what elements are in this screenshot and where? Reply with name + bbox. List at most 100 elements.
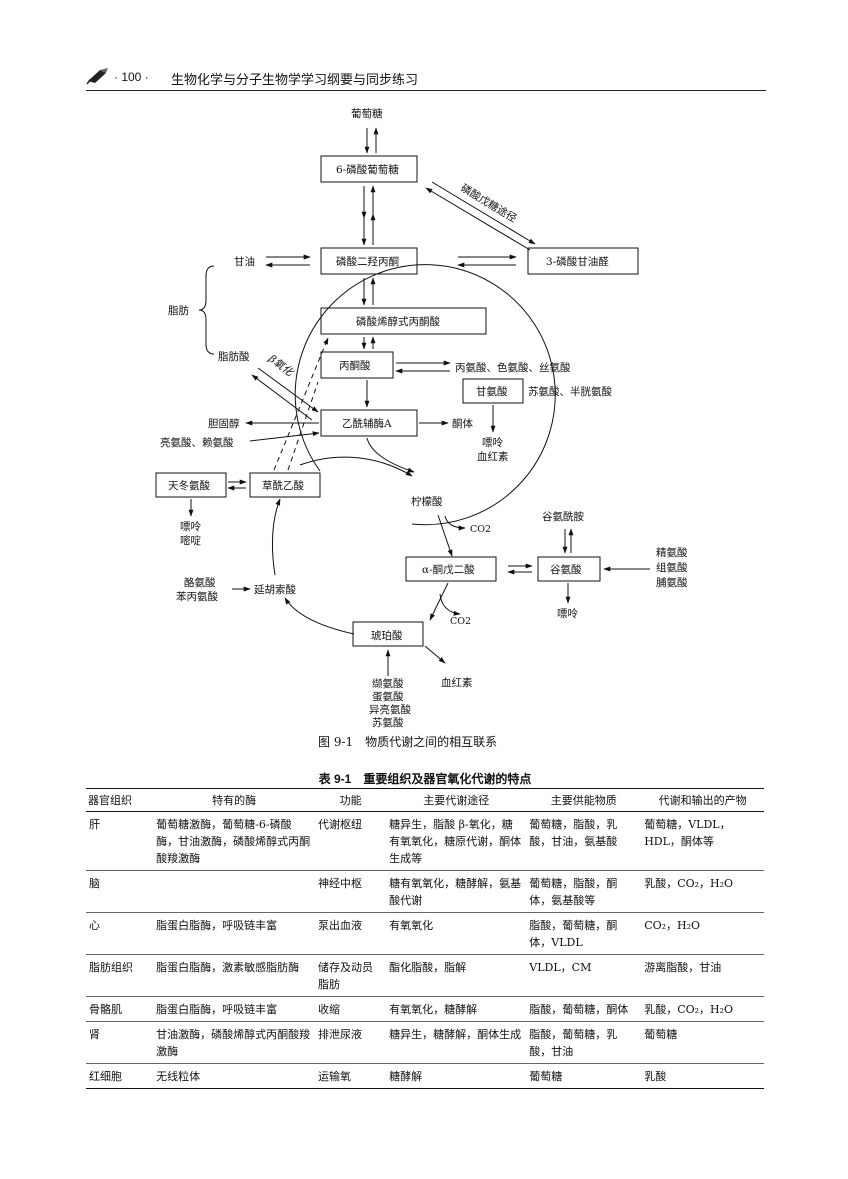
his-label: 组氨酸 xyxy=(656,561,688,574)
cell-enzyme: 脂蛋白脂酶，呼吸链丰富 xyxy=(153,912,316,955)
table-row: 肝 葡萄糖激酶，葡萄糖-6-磷酸酶，甘油激酶，磷酸烯醇式丙酮酸羧激酶 代谢枢纽 … xyxy=(86,811,764,871)
cell-enzyme xyxy=(153,870,316,913)
cell-fuel: 脂酸，葡萄糖，酮体，VLDL xyxy=(526,912,642,955)
header-products: 代谢和输出的产物 xyxy=(641,788,764,812)
purine-label-3: 嘌呤 xyxy=(557,607,578,620)
fatty-acid-label: 脂肪酸 xyxy=(218,350,250,363)
header-function: 功能 xyxy=(315,788,387,812)
cholesterol-label: 胆固醇 xyxy=(208,417,240,430)
cell-organ: 红细胞 xyxy=(86,1063,154,1089)
cell-products: 乳酸，CO₂，H₂O xyxy=(641,870,764,913)
cell-function: 收缩 xyxy=(315,996,387,1022)
page-header: · 100 · 生物化学与分子生物学学习纲要与同步练习 xyxy=(86,66,766,91)
box-akg xyxy=(405,556,497,582)
phe-label: 苯丙氨酸 xyxy=(176,590,218,603)
met-label: 蛋氨酸 xyxy=(372,690,404,703)
cell-products: CO₂，H₂O xyxy=(641,912,764,955)
acetyl-coa-label: 乙酰辅酶A xyxy=(342,417,392,430)
header-pathway: 主要代谢途径 xyxy=(386,788,527,812)
header-rule xyxy=(86,90,766,91)
pro-label: 脯氨酸 xyxy=(656,576,688,589)
cell-organ: 心 xyxy=(86,912,154,955)
oxaloacetate-label: 草酰乙酸 xyxy=(262,479,304,492)
cell-pathway: 糖酵解 xyxy=(386,1063,527,1089)
table-header-row: 器官组织 特有的酶 功能 主要代谢途径 主要供能物质 代谢和输出的产物 xyxy=(86,788,764,812)
g3p-label: 3-磷酸甘油醛 xyxy=(546,255,609,268)
co2-label-2: CO2 xyxy=(450,616,471,627)
box-dhap xyxy=(320,247,418,275)
cell-organ: 脑 xyxy=(86,870,154,913)
cell-function: 排泄尿液 xyxy=(315,1021,387,1064)
ketone-bodies-label: 酮体 xyxy=(452,418,473,430)
table-row: 骨骼肌 脂蛋白脂酶，呼吸链丰富 收缩 有氧氧化，糖酵解 脂酸，葡萄糖，酮体 乳酸… xyxy=(86,996,764,1022)
cell-pathway: 糖异生，脂酸 β-氧化，糖有氧氧化，糖原代谢，酮体生成等 xyxy=(386,811,527,871)
val-label: 缬氨酸 xyxy=(372,677,404,690)
glucose-label: 葡萄糖 xyxy=(351,107,383,120)
heme-label-2: 血红素 xyxy=(441,676,473,689)
fat-label: 脂肪 xyxy=(168,304,189,317)
cell-products: 游离脂酸，甘油 xyxy=(641,954,764,997)
table-row: 脑 神经中枢 糖有氧氧化，糖酵解，氨基酸代谢 葡萄糖，脂酸，酮体，氨基酸等 乳酸… xyxy=(86,870,764,913)
pyruvate-label: 丙酮酸 xyxy=(339,359,371,372)
header-fuel: 主要供能物质 xyxy=(526,788,642,812)
purine-label-2: 嘌呤 xyxy=(180,520,201,533)
leu-lys-label: 亮氨酸、赖氨酸 xyxy=(160,436,234,449)
table-row: 心 脂蛋白脂酶，呼吸链丰富 泵出血液 有氧氧化 脂酸，葡萄糖，酮体，VLDL C… xyxy=(86,912,764,955)
cell-enzyme: 无线粒体 xyxy=(153,1063,316,1089)
box-g3p xyxy=(527,247,639,275)
cell-fuel: 葡萄糖，脂酸，酮体，氨基酸等 xyxy=(526,870,642,913)
citrate-label: 柠檬酸 xyxy=(411,495,443,508)
cell-fuel: 葡萄糖 xyxy=(526,1063,642,1089)
book-title: 生物化学与分子生物学学习纲要与同步练习 xyxy=(171,72,419,87)
box-pyruvate xyxy=(320,351,394,379)
co2-label-1: CO2 xyxy=(470,524,491,535)
cell-fuel: 脂酸，葡萄糖，酮体 xyxy=(526,996,642,1022)
figure-caption: 图 9-1 物质代谢之间的相互联系 xyxy=(318,734,497,749)
succinate-label: 琥珀酸 xyxy=(371,629,403,642)
cell-organ: 肝 xyxy=(86,811,154,871)
cell-pathway: 酯化脂酸，脂解 xyxy=(386,954,527,997)
box-glutamate xyxy=(537,556,601,582)
cell-pathway: 糖异生，糖酵解，酮体生成 xyxy=(386,1021,527,1064)
cell-function: 储存及动员脂肪 xyxy=(315,954,387,997)
organ-metabolism-table: 器官组织 特有的酶 功能 主要代谢途径 主要供能物质 代谢和输出的产物 肝 葡萄… xyxy=(86,788,764,1089)
cell-enzyme: 脂蛋白脂酶，激素敏感脂肪酶 xyxy=(153,954,316,997)
cell-pathway: 糖有氧氧化，糖酵解，氨基酸代谢 xyxy=(386,870,527,913)
cell-enzyme: 葡萄糖激酶，葡萄糖-6-磷酸酶，甘油激酶，磷酸烯醇式丙酮酸羧激酶 xyxy=(153,811,316,871)
ile-label: 异亮氨酸 xyxy=(369,703,411,716)
cell-products: 乳酸，CO₂，H₂O xyxy=(641,996,764,1022)
dhap-label: 磷酸二羟丙酮 xyxy=(336,255,399,268)
pen-nib-icon xyxy=(86,68,108,85)
ala-trp-ser-label: 丙氨酸、色氨酸、丝氨酸 xyxy=(455,361,571,374)
glutamine-label: 谷氨酰胺 xyxy=(542,510,584,523)
box-g6p xyxy=(320,155,418,183)
thr-label: 苏氨酸 xyxy=(372,716,404,729)
cell-enzyme: 脂蛋白脂酶，呼吸链丰富 xyxy=(153,996,316,1022)
box-glycine xyxy=(462,378,524,404)
table-row: 红细胞 无线粒体 运输氧 糖酵解 葡萄糖 乳酸 xyxy=(86,1063,764,1089)
g6p-label: 6-磷酸葡萄糖 xyxy=(336,163,399,176)
cell-function: 代谢枢纽 xyxy=(315,811,387,871)
cell-enzyme: 甘油激酶，磷酸烯醇式丙酮酸羧激酶 xyxy=(153,1021,316,1064)
cell-pathway: 有氧氧化 xyxy=(386,912,527,955)
beta-oxidation-label: β氧化 xyxy=(265,352,296,379)
glycine-label: 甘氨酸 xyxy=(476,385,508,398)
box-aspartate xyxy=(155,472,227,498)
cell-organ: 肾 xyxy=(86,1021,154,1064)
glycerol-label: 甘油 xyxy=(234,255,255,268)
table-title: 表 9-1 重要组织及器官氧化代谢的特点 xyxy=(318,772,532,786)
cell-fuel: VLDL，CM xyxy=(526,954,642,997)
fumarate-label: 延胡索酸 xyxy=(254,583,296,596)
aspartate-label: 天冬氨酸 xyxy=(168,479,210,492)
arg-label: 精氨酸 xyxy=(656,546,688,559)
purine-label-1: 嘌呤 xyxy=(482,436,503,449)
box-acetyl-coa xyxy=(320,409,418,437)
thr-cys-label: 苏氨酸、半胱氨酸 xyxy=(528,385,612,398)
pyrimidine-label: 嘧啶 xyxy=(180,534,201,547)
cell-organ: 脂肪组织 xyxy=(86,954,154,997)
cell-function: 泵出血液 xyxy=(315,912,387,955)
cell-fuel: 脂酸，葡萄糖，乳酸，甘油 xyxy=(526,1021,642,1064)
heme-label-1: 血红素 xyxy=(477,450,509,463)
table-row: 脂肪组织 脂蛋白脂酶，激素敏感脂肪酶 储存及动员脂肪 酯化脂酸，脂解 VLDL，… xyxy=(86,954,764,997)
cell-products: 葡萄糖 xyxy=(641,1021,764,1064)
